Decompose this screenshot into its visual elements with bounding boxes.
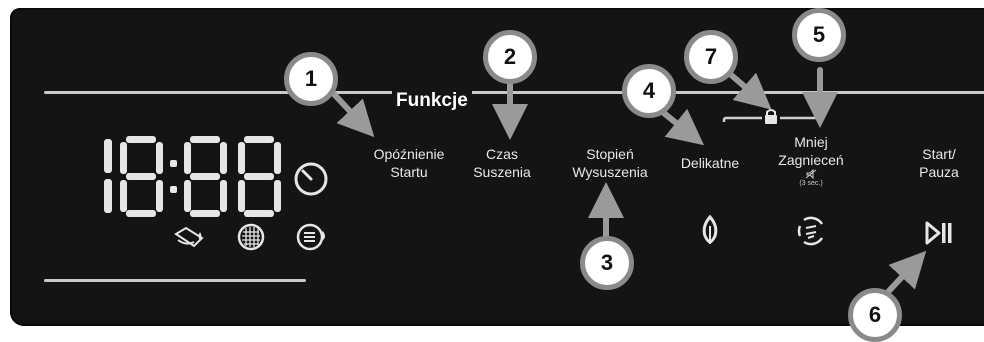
- leaf-icon: [702, 214, 718, 244]
- condenser-icon: [296, 223, 325, 251]
- functions-title: Funkcje: [392, 90, 472, 112]
- anti-crease-icon: [797, 216, 824, 246]
- arrow-1: [329, 89, 375, 138]
- callout-1: 1: [284, 52, 338, 106]
- bottom-divider-line: [44, 279, 306, 282]
- filter-icon: [237, 223, 265, 251]
- digit-display: [104, 136, 281, 217]
- callout-6: 6: [848, 288, 902, 342]
- timer-icon: [294, 162, 328, 196]
- functions-line: [468, 91, 984, 94]
- play-pause-icon: [925, 221, 952, 245]
- top-divider-line: [44, 91, 394, 94]
- callout-5: 5: [792, 8, 846, 62]
- callout-3: 3: [580, 236, 634, 290]
- callout-4: 4: [622, 64, 676, 118]
- arrow-6: [885, 250, 927, 295]
- hold-duration-note: (3 sec.): [799, 180, 823, 187]
- lock-icon: [765, 109, 777, 124]
- water-tank-icon: [174, 226, 204, 248]
- mute-icon: [805, 169, 817, 179]
- arrow-7: [727, 71, 772, 110]
- start-pause-button[interactable]: Start/Pauza: [919, 146, 959, 180]
- callout-2: 2: [483, 30, 537, 84]
- delicate-button[interactable]: Delikatne: [680, 155, 740, 171]
- arrow-4: [657, 107, 705, 146]
- callout-7: 7: [684, 30, 738, 84]
